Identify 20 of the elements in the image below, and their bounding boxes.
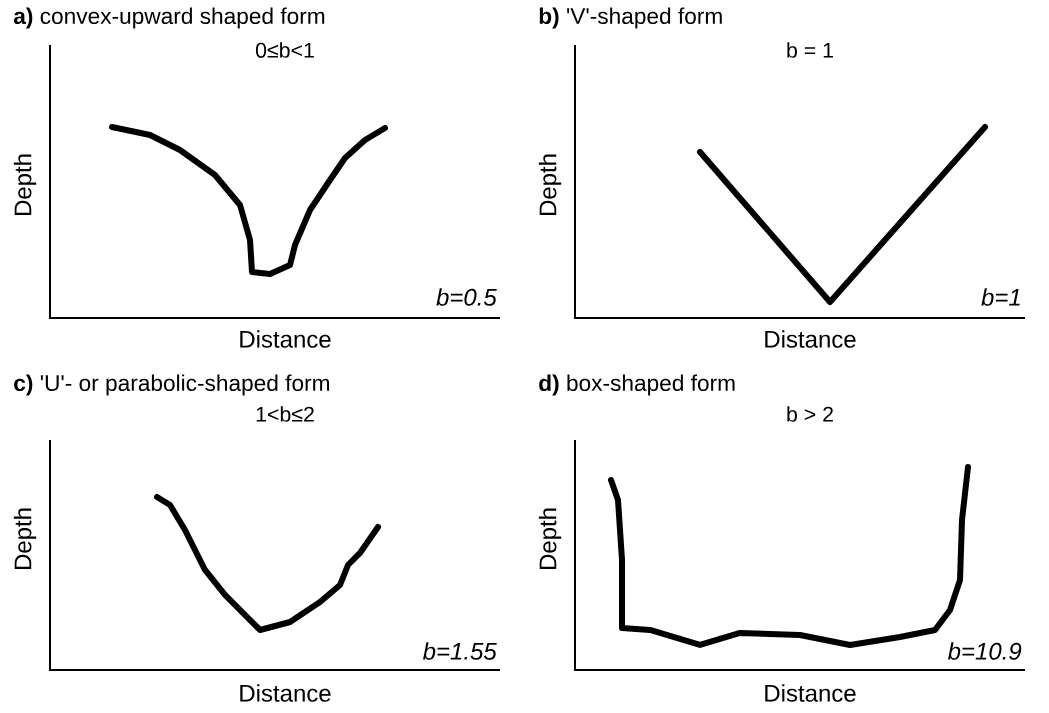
axis-label: Depth (13, 154, 37, 216)
parameter-label: b=1 (981, 288, 1020, 306)
axis-label: Depth (13, 508, 37, 570)
axis-label: Distance (240, 330, 331, 348)
condition-label: 0≤b<1 (255, 42, 314, 58)
condition-label: b > 2 (787, 406, 833, 422)
panel-title: d) box-shaped form (539, 374, 735, 396)
panel-title: c) 'U'- or parabolic-shaped form (14, 374, 330, 396)
axis-label: Depth (538, 508, 562, 570)
condition-label: 1<b≤2 (256, 406, 314, 422)
axis-label: Distance (765, 330, 856, 348)
parameter-label: b=1.55 (423, 642, 497, 660)
parameter-label: b=0.5 (436, 288, 497, 306)
axis-label: Distance (765, 684, 856, 702)
condition-label: b = 1 (787, 42, 833, 58)
axis-label: Distance (240, 684, 331, 702)
parameter-label: b=10.9 (948, 642, 1022, 660)
axis-label: Depth (538, 154, 562, 216)
panel-title: a) convex-upward shaped form (13, 7, 325, 29)
panel-title: b) 'V'-shaped form (539, 7, 722, 29)
